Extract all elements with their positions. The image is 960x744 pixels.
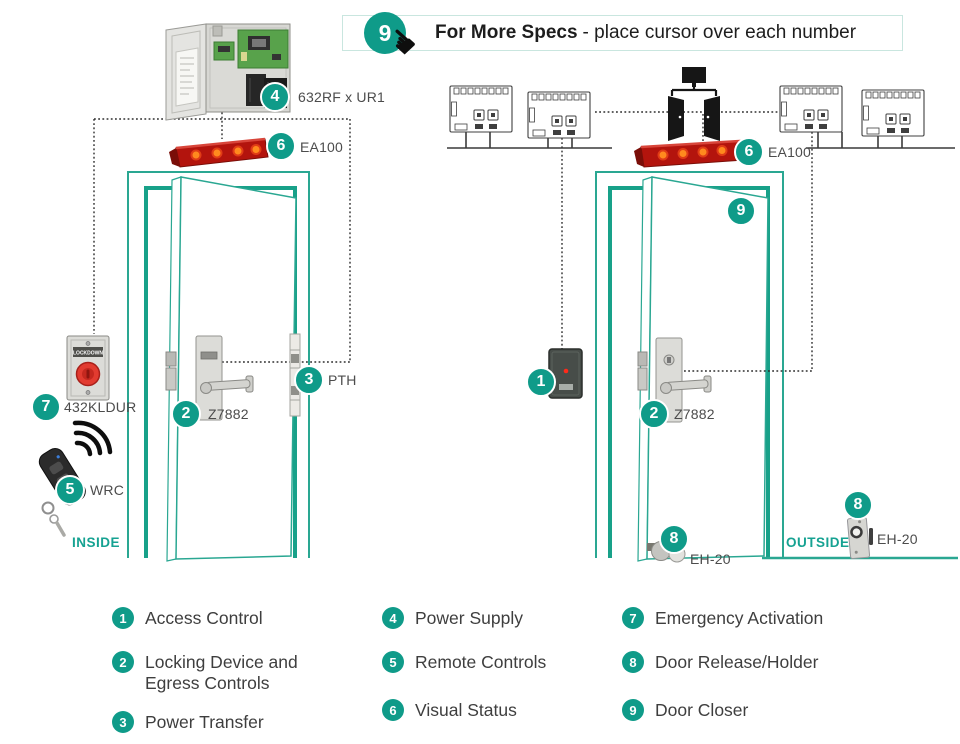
zone-label-outside: OUTSIDE	[786, 535, 850, 550]
wiring-dotted	[93, 104, 813, 372]
info-banner: For More Specs - place cursor over each …	[342, 15, 903, 51]
part-label-z7882-left: Z7882	[208, 406, 249, 422]
ea100-lightbar-left	[169, 137, 269, 168]
legend-badge-2: 2	[112, 651, 134, 673]
banner-title-rest: - place cursor over each number	[582, 22, 857, 43]
legend-label-2: Locking Device and Egress Controls	[145, 652, 298, 693]
part-label-z7882-right: Z7882	[674, 406, 715, 422]
ea100-lightbar-right	[634, 138, 759, 168]
lockdown-label: LOCKDOWN	[73, 351, 103, 357]
part-label-wrc: WRC	[90, 482, 125, 498]
legend-badge-8: 8	[622, 651, 644, 673]
callout-badge-7-emergency[interactable]: 7	[31, 392, 61, 422]
access-reader	[548, 348, 583, 399]
callout-badge-6-visual-right[interactable]: 6	[734, 137, 764, 167]
legend-item-power-transfer: 3 Power Transfer	[112, 711, 264, 733]
legend-badge-5: 5	[382, 651, 404, 673]
callout-badge-3-power-transfer[interactable]: 3	[294, 365, 324, 395]
part-label-power-supply: 632RF x UR1	[298, 89, 386, 105]
part-label-eh20-wall: EH-20	[877, 531, 918, 547]
legend-label-9: Door Closer	[655, 700, 749, 720]
part-label-eh20-door: EH-20	[690, 551, 731, 567]
legend-item-door-closer: 9 Door Closer	[622, 699, 749, 721]
monitor-doors-icon	[668, 67, 720, 141]
lockdown-button: LOCKDOWN	[66, 335, 110, 401]
legend-item-emergency-activation: 7 Emergency Activation	[622, 607, 824, 629]
legend-label-4: Power Supply	[415, 608, 523, 628]
wiring-solid	[447, 132, 955, 149]
lock-right	[637, 337, 712, 423]
door-left	[166, 176, 297, 562]
callout-badge-1-access[interactable]: 1	[526, 367, 556, 397]
callout-badge-2-lock-left[interactable]: 2	[171, 399, 201, 429]
callout-badge-9-door-closer[interactable]: 9	[726, 196, 756, 226]
legend-label-3: Power Transfer	[145, 712, 264, 732]
legend-badge-1: 1	[112, 607, 134, 629]
zone-label-inside: INSIDE	[72, 535, 121, 550]
part-label-432kldur: 432KLDUR	[64, 399, 137, 415]
callout-badge-5-remote[interactable]: 5	[55, 475, 85, 505]
lock-left	[165, 335, 254, 421]
legend-label-5: Remote Controls	[415, 652, 547, 672]
callout-badge-8-wall-holder[interactable]: 8	[843, 490, 873, 520]
wall-holder-device	[846, 516, 873, 560]
legend-label-1: Access Control	[145, 608, 263, 628]
legend-badge-3: 3	[112, 711, 134, 733]
legend-badge-9: 9	[622, 699, 644, 721]
legend-badge-7: 7	[622, 607, 644, 629]
circuit-board-2	[527, 91, 591, 139]
callout-badge-4-power-supply[interactable]: 4	[260, 82, 290, 112]
legend-label-8: Door Release/Holder	[655, 652, 819, 672]
legend-badge-4: 4	[382, 607, 404, 629]
legend-label-6: Visual Status	[415, 700, 517, 720]
legend-badge-6: 6	[382, 699, 404, 721]
part-label-pth: PTH	[328, 372, 357, 388]
circuit-board-1	[449, 85, 513, 133]
legend-item-access-control: 1 Access Control	[112, 607, 263, 629]
circuit-board-3	[779, 85, 843, 133]
callout-badge-6-visual-left[interactable]: 6	[266, 131, 296, 161]
part-label-ea100-left: EA100	[300, 139, 344, 155]
signal-waves-icon	[72, 420, 113, 457]
banner-title-bold: For More Specs	[435, 22, 578, 43]
legend-item-power-supply: 4 Power Supply	[382, 607, 523, 629]
legend-item-remote-controls: 5 Remote Controls	[382, 651, 547, 673]
legend-item-locking-device: 2 Locking Device and Egress Controls	[112, 651, 312, 693]
legend-label-7: Emergency Activation	[655, 608, 824, 628]
callout-badge-2-lock-right[interactable]: 2	[639, 399, 669, 429]
part-label-ea100-right: EA100	[768, 144, 812, 160]
legend-item-visual-status: 6 Visual Status	[382, 699, 517, 721]
circuit-board-4	[861, 89, 925, 137]
callout-badge-8-door-holder[interactable]: 8	[659, 524, 689, 554]
legend-item-door-release: 8 Door Release/Holder	[622, 651, 819, 673]
banner-number-badge: 9	[364, 12, 406, 54]
